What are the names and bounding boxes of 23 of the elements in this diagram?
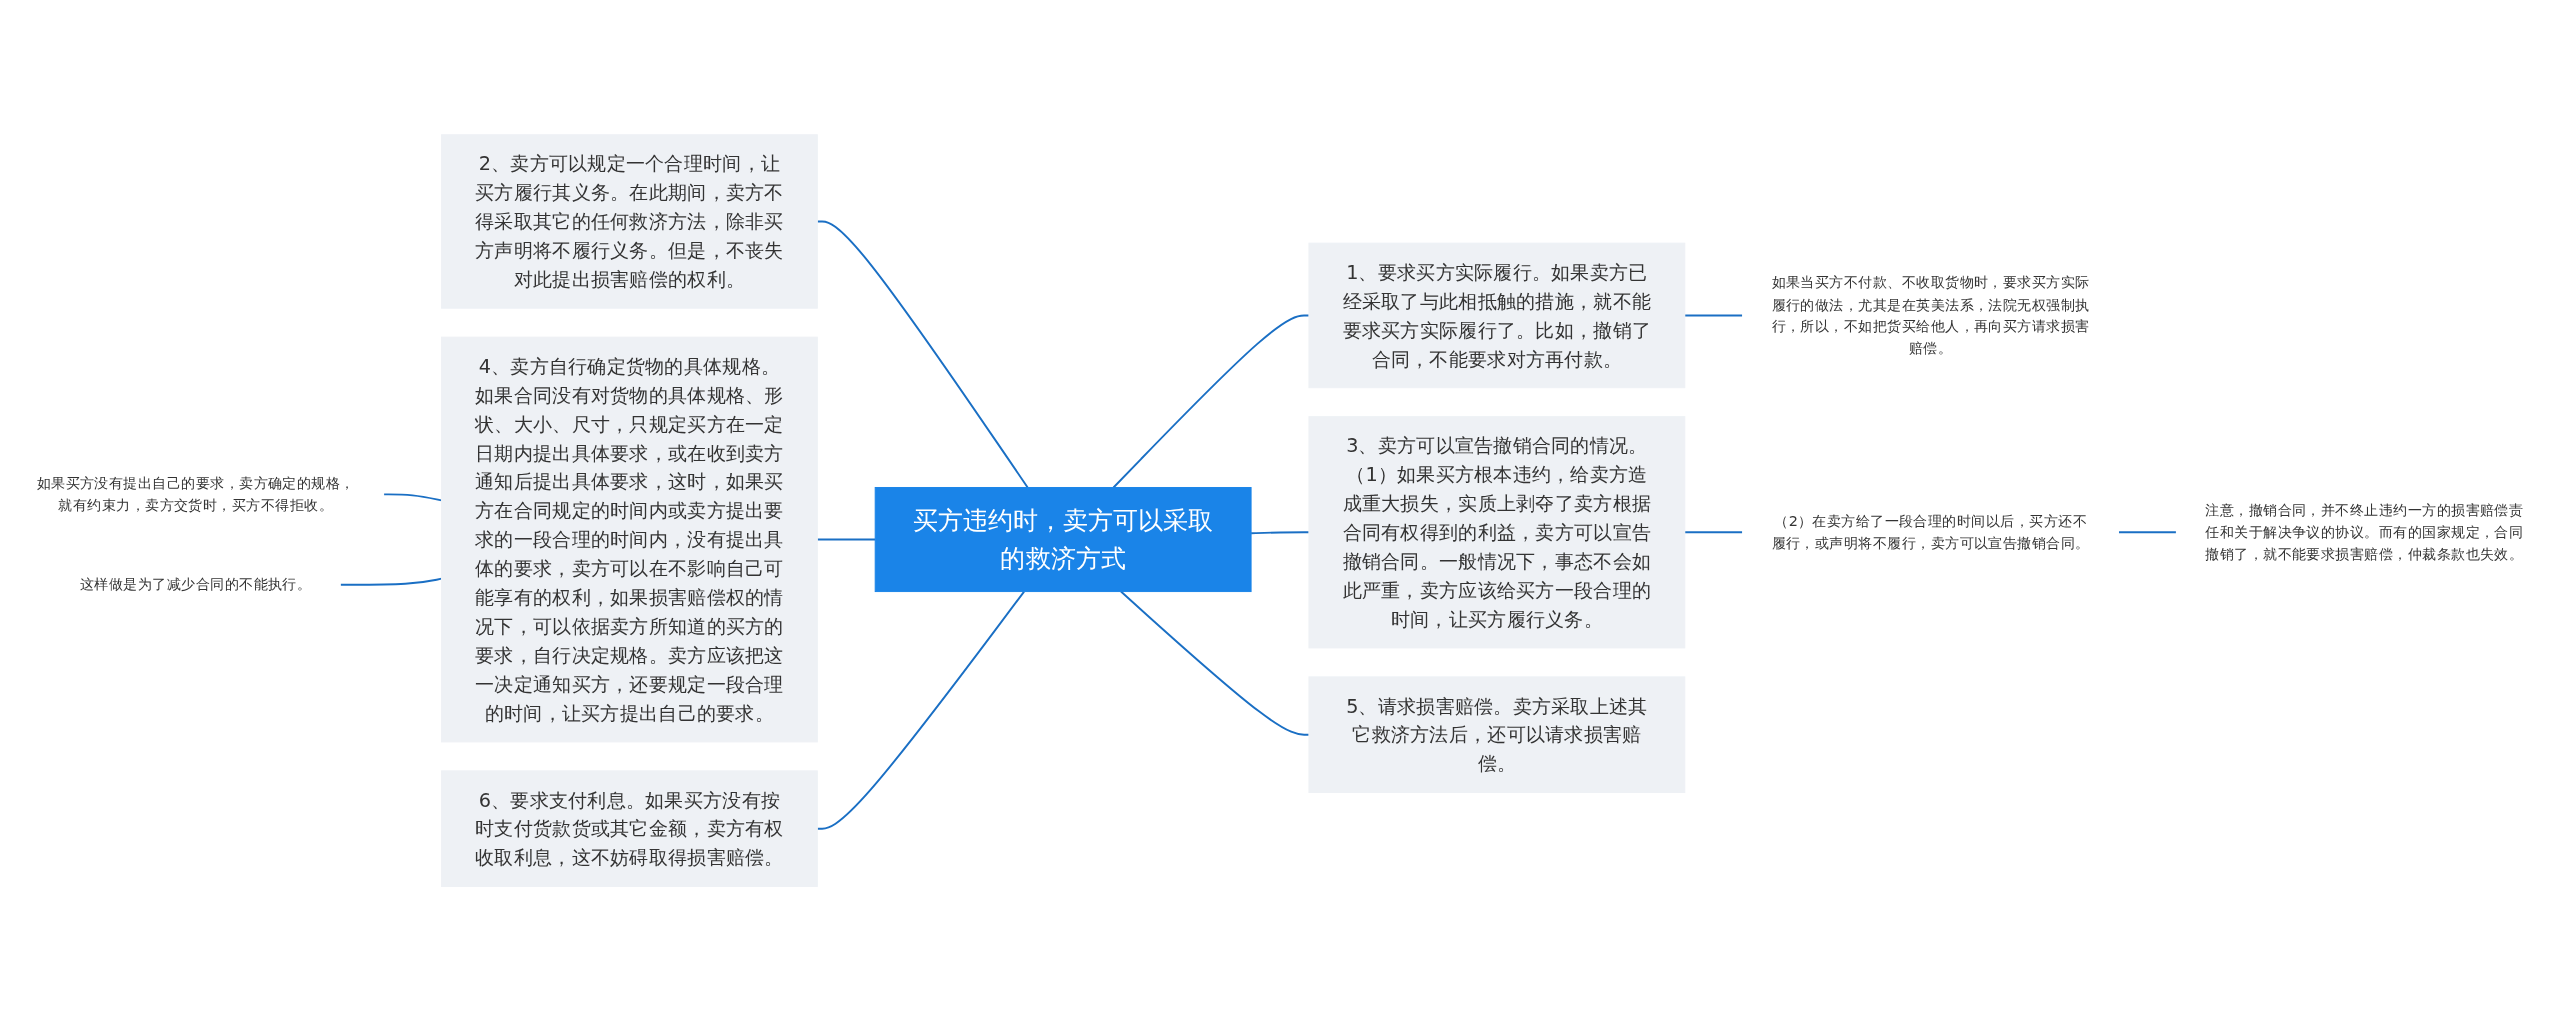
connector bbox=[1112, 314, 1310, 489]
node-box: 2、卖方可以规定一个合理时间，让买方履行其义务。在此期间，卖方不得采取其它的任何救济方法，除非买方声明将不履行义务。但是，不丧失对此提出损害赔偿的权利。 bbox=[440, 134, 818, 309]
node-text: （2）在卖方给了一段合理的时间以后，买方还不履行，或声明将不履行，卖方可以宣告撤销合同。 bbox=[1771, 512, 2090, 552]
node-box: 3、卖方可以宣告撤销合同的情况。（1）如果买方根本违约，给卖方造成重大损失，实质上剥夺了卖方根据合同有权得到的利益，卖方可以宣告撤销合同。一般情况下，事态不会如此严重，卖方应该给买方一段合理的时间，让买方履行义务。 bbox=[1308, 416, 1686, 649]
connector bbox=[2117, 531, 2178, 534]
connector bbox=[816, 220, 1029, 489]
connector bbox=[1683, 314, 1744, 317]
node-box: 1、要求买方实际履行。如果卖方已经采取了与此相抵触的措施，就不能要求买方实际履行了。比如，撤销了合同，不能要求对方再付款。 bbox=[1308, 242, 1686, 389]
node-text: 如果买方没有提出自己的要求，卖方确定的规格，就有约束力，卖方交货时，买方不得拒收。 bbox=[36, 474, 355, 514]
node-text: 注意，撤销合同，并不终止违约一方的损害赔偿责任和关于解决争议的协议。而有的国家规定，合同撤销了，就不能要求损害赔偿，仲裁条款也失效。 bbox=[2205, 501, 2524, 563]
connector bbox=[1120, 590, 1310, 736]
node-text: 如果当买方不付款、不收取货物时，要求买方实际履行的做法，尤其是在英美法系，法院无权强制执行，所以，不如把货买给他人，再向买方请求损害赔偿。 bbox=[1771, 273, 2090, 357]
node-box: 买方违约时，卖方可以采取的救济方式 bbox=[874, 486, 1252, 592]
connector bbox=[816, 538, 877, 541]
node-box: 5、请求损害赔偿。卖方采取上述其它救济方法后，还可以请求损害赔偿。 bbox=[1308, 676, 1686, 793]
connector bbox=[382, 493, 443, 502]
connector bbox=[816, 590, 1026, 830]
node-box: 4、卖方自行确定货物的具体规格。如果合同没有对货物的具体规格、形状、大小、尺寸，只规定买方在一定日期内提出具体要求，或在收到卖方通知后提出具体要求，这时，如果买方在合同规定的时间内或卖方提出要求的一段合理的时间内，没有提出具体的要求，卖方可以在不影响自己可能享有的权利，如果损害赔偿权的情况下，可以依据卖方所知道的买方的要求，自行决定规格。卖方应该把这一决定通知买方，还要规定一段合理的时间，让买方提出自己的要求。 bbox=[440, 336, 818, 743]
connector bbox=[1683, 531, 1744, 534]
connector bbox=[1250, 531, 1310, 535]
connector bbox=[339, 577, 443, 586]
node-box: 6、要求支付利息。如果买方没有按时支付货款货或其它金额，卖方有权收取利息，这不妨碍取得损害赔偿。 bbox=[440, 770, 818, 887]
node-text: 这样做是为了减少合同的不能执行。 bbox=[80, 575, 312, 594]
